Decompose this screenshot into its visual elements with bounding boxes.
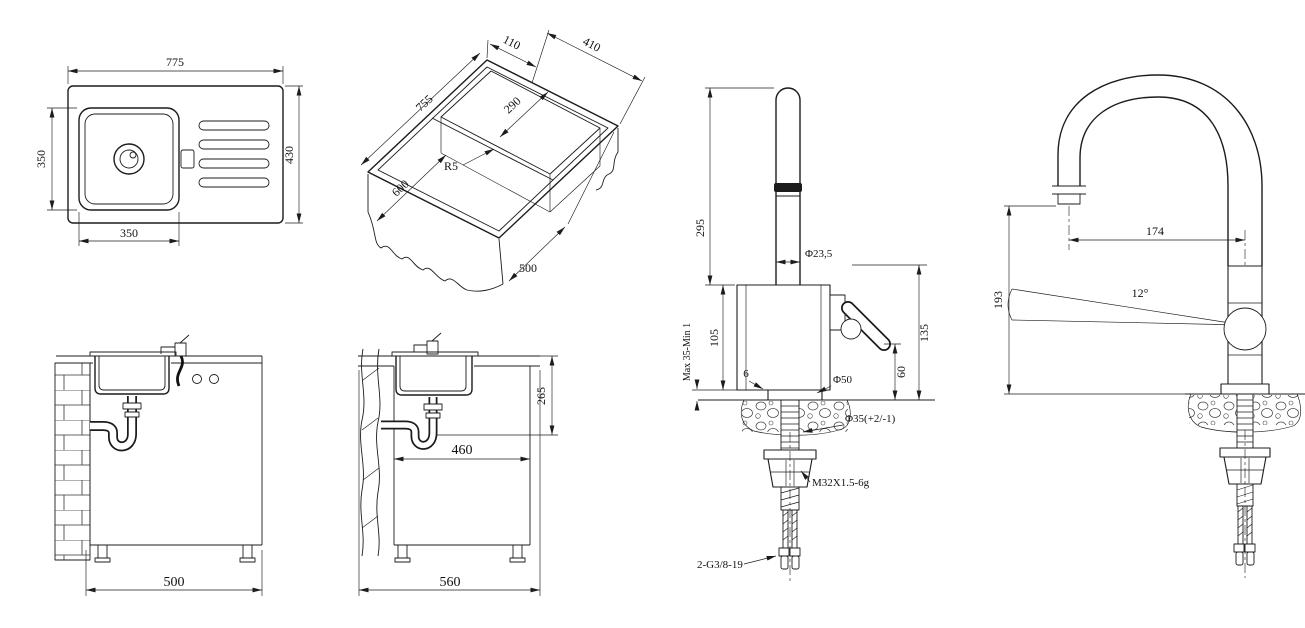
base-flange [767, 389, 823, 401]
faucet-front-view: 174 193 12° [991, 74, 1305, 578]
mounting-hardware [763, 399, 817, 582]
countertop [56, 355, 262, 364]
sink-installation-section-a: 500 [54, 334, 263, 596]
faucet-side-view: 295 105 Max 35-Min 1 Φ23,5 135 60 6 Φ50 … [682, 87, 935, 582]
legs [94, 544, 256, 563]
dim-thread-spec: M32X1.5-6g [812, 477, 870, 489]
drain-icon [113, 143, 145, 175]
bowl-depth-lines [440, 117, 601, 213]
dim-spout-diameter: Φ23,5 [805, 248, 833, 260]
knob [209, 374, 219, 384]
dimensions: 110 410 755 290 R5 600 500 [360, 29, 646, 282]
dim-corner-radius: R5 [444, 159, 458, 173]
dim-overall-depth: 430 [282, 146, 296, 164]
dim-spout-height: 193 [991, 291, 1005, 309]
sink-top-view: 775 430 350 350 [34, 55, 303, 246]
dimensions: 174 193 12° [991, 205, 1246, 395]
dim-cabinet-width: 500 [519, 261, 537, 275]
dim-spout-height: 295 [693, 219, 707, 237]
handle [829, 294, 891, 351]
dim-cabinet-width: 500 [164, 575, 185, 590]
knob [192, 374, 202, 384]
dim-spout-reach: 174 [1146, 224, 1164, 238]
sink-installation-section-b: 265 460 560 [358, 332, 558, 596]
sink-isometric-view: 110 410 755 290 R5 600 500 [360, 29, 646, 292]
dim-cabinet-width: 560 [440, 575, 461, 590]
dim-body-height: 105 [707, 329, 721, 347]
cabinet-outline [393, 366, 531, 546]
cabinet-outline [89, 356, 263, 546]
dim-cabinet-depth: 600 [389, 177, 412, 200]
dim-drain-depth: 265 [534, 387, 548, 405]
faucet-body [736, 284, 831, 391]
countertop [358, 355, 540, 367]
flex-hose [176, 355, 184, 387]
torn-wall [360, 348, 381, 557]
swivel-angle-lines [1007, 288, 1244, 326]
spout-pipe [775, 87, 801, 285]
sink-rim [89, 351, 177, 356]
bowl-section [94, 356, 170, 395]
dim-bowl-width: 350 [120, 226, 138, 240]
dimensions: 775 430 350 350 [34, 55, 303, 246]
dim-inner-width: 460 [452, 443, 473, 458]
faucet-icon [160, 334, 190, 357]
dimensions: 265 460 560 [358, 355, 558, 596]
dim-deck-thickness: Max 35-Min 1 [682, 323, 693, 381]
brick-wall [55, 363, 90, 560]
mounting-hardware [1219, 393, 1271, 578]
dimensions: 295 105 Max 35-Min 1 Φ23,5 135 60 6 Φ50 … [682, 87, 931, 571]
dim-base-diameter: Φ50 [833, 374, 853, 386]
dim-hole-diameter: Φ35(+2/-1) [845, 413, 896, 425]
dim-handle-drop: 60 [894, 366, 908, 378]
base-flange [1220, 383, 1270, 395]
bowl-section [395, 356, 473, 396]
aerator-band [774, 183, 802, 192]
dim-handle-height: 135 [917, 324, 931, 342]
bowl-inner [84, 113, 174, 205]
dim-rim-offset: 110 [501, 32, 523, 52]
dim-swivel-angle: 12° [1132, 286, 1149, 300]
handle-joint [840, 318, 862, 340]
supply-hoses [778, 509, 801, 570]
swivel-joint [1223, 307, 1267, 351]
dimensions: 500 [85, 550, 263, 596]
dim-base-lip: 6 [743, 368, 749, 380]
sink-outline [67, 85, 284, 224]
dim-bowl-width: 290 [501, 94, 524, 117]
sink-rim [391, 351, 479, 356]
supply-hoses [1233, 505, 1256, 566]
dim-bowl-depth: 350 [34, 150, 48, 168]
spout-outlet [1052, 185, 1086, 205]
bowl-rim [78, 107, 180, 211]
cabinet-torn-edges [367, 128, 619, 292]
dim-overall-width: 775 [166, 55, 184, 69]
dim-hose-thread: 2-G3/8-19 [697, 559, 743, 571]
drainboard-ridges [198, 120, 270, 188]
spout-inner [1079, 96, 1229, 266]
faucet-icon [413, 332, 442, 355]
spout-outer [1057, 74, 1263, 266]
drain-fitting [122, 402, 142, 410]
drain-fitting [423, 403, 443, 411]
legs [394, 544, 526, 563]
tap-hole [180, 149, 195, 169]
